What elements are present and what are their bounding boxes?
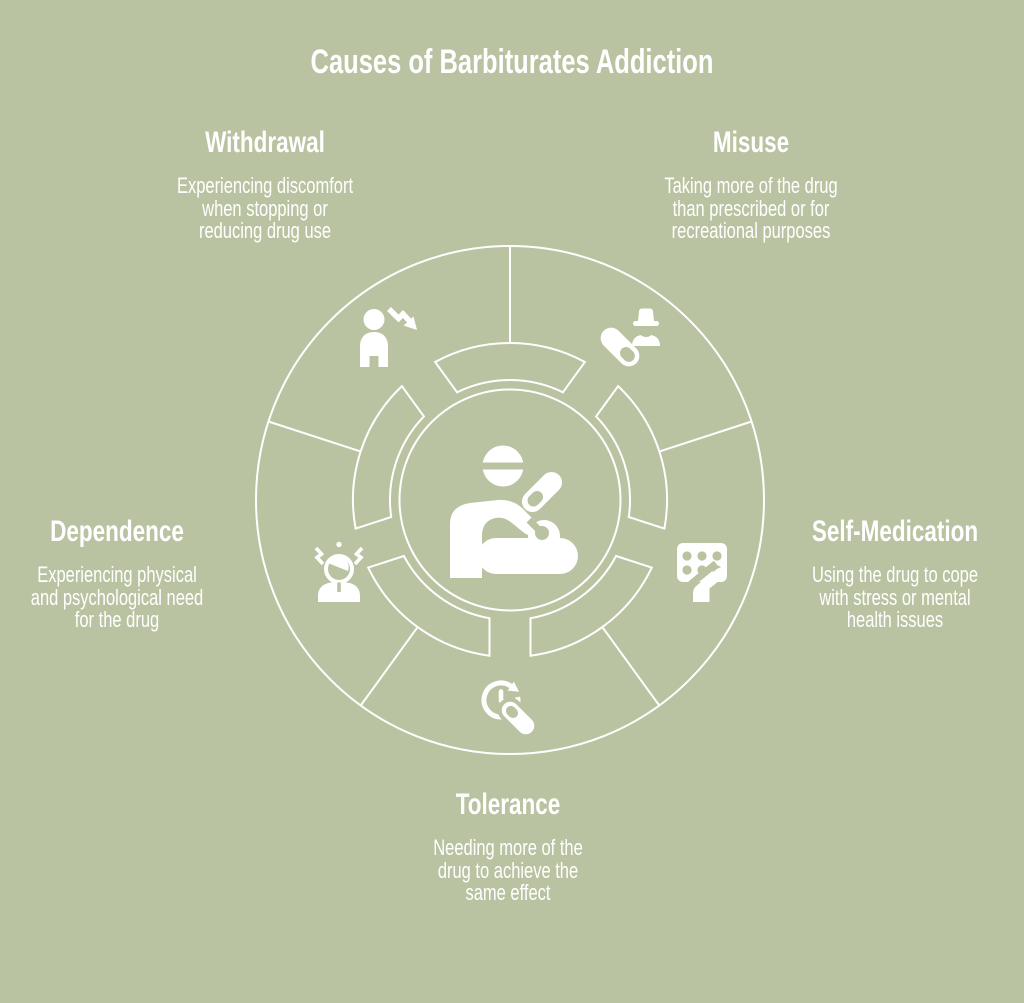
ring-segment-upper-right [594, 384, 669, 530]
stressed-person-icon [314, 541, 364, 602]
person-declining-arrow-icon [360, 307, 417, 367]
section-tolerance-description: Needing more of the drug to achieve the … [433, 835, 583, 905]
section-dependence-title: Dependence [50, 515, 184, 548]
section-withdrawal: Withdrawal Experiencing discomfort when … [145, 128, 385, 243]
ring-segment-lower-left [366, 554, 491, 657]
ring-segment-upper-left [351, 384, 426, 530]
ring-segment-lower-right [529, 554, 654, 657]
section-withdrawal-title: Withdrawal [205, 126, 325, 159]
section-dependence: Dependence Experiencing physical and psy… [0, 517, 237, 632]
section-misuse: Misuse Taking more of the drug than pres… [631, 128, 871, 243]
section-self-medication-description: Using the drug to cope with stress or me… [811, 562, 979, 632]
page-title: Causes of Barbiturates Addiction [310, 43, 714, 81]
section-self-medication-title: Self-Medication [811, 515, 979, 548]
section-misuse-title: Misuse [712, 126, 790, 159]
divider-line-lower-right [602, 627, 661, 707]
hub-circle [398, 388, 622, 612]
divider-line-lower-left [359, 627, 418, 707]
blister-pack-hand-icon [677, 543, 727, 602]
section-self-medication: Self-Medication Using the drug to cope w… [775, 517, 1015, 632]
section-tolerance-title: Tolerance [455, 788, 561, 821]
section-tolerance: Tolerance Needing more of the drug to ac… [388, 790, 628, 905]
section-misuse-description: Taking more of the drug than prescribed … [664, 173, 838, 243]
divider-line-upper-left [268, 420, 361, 453]
wheel-diagram [255, 245, 765, 755]
clock-rotate-capsule-icon [481, 680, 539, 739]
ring-segment-top [433, 342, 587, 394]
section-dependence-description: Experiencing physical and psychological … [30, 562, 204, 632]
section-withdrawal-description: Experiencing discomfort when stopping or… [176, 173, 354, 243]
capsule-user-icon [600, 308, 660, 367]
hand-holding-pills-icon [450, 445, 578, 578]
divider-line-upper-right [659, 420, 752, 453]
